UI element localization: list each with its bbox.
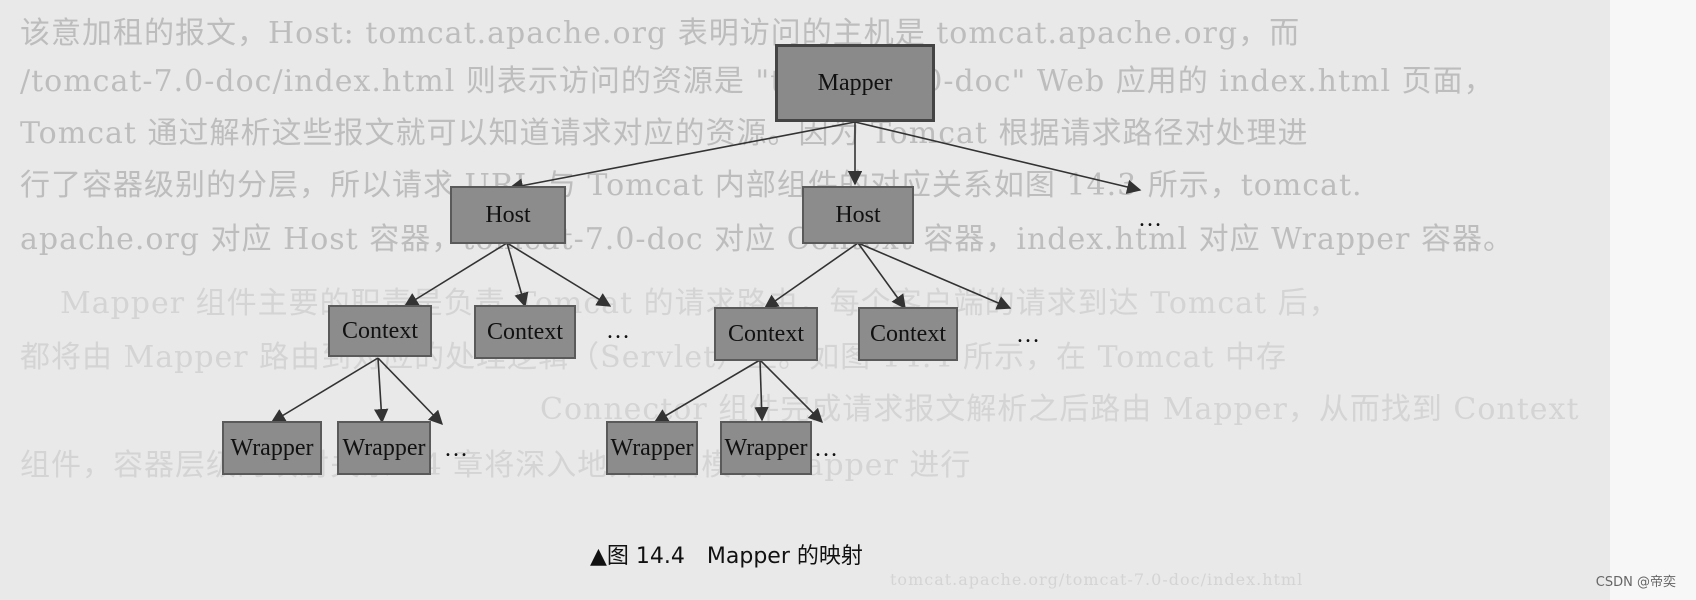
node-context-3: Context <box>714 307 818 361</box>
edge-host1-ctx2 <box>506 242 529 308</box>
bg-line-2: /tomcat-7.0-doc/index.html 则表示访问的资源是 "to… <box>20 64 1495 99</box>
edge-ctx1-ellipsis <box>377 357 444 426</box>
node-mapper: Mapper <box>775 44 935 122</box>
bg-line-8: Connector 组件完成请求报文解析之后路由 Mapper，从而找到 Con… <box>540 392 1580 427</box>
node-wrapper-1: Wrapper <box>222 421 322 475</box>
bg-line-1: 该意加租的报文，Host: tomcat.apache.org 表明访问的主机是… <box>20 16 1301 51</box>
node-wrapper-3: Wrapper <box>606 421 698 475</box>
edge-host2-ctx3 <box>763 242 859 309</box>
context-ellipsis-2: … <box>1016 322 1040 348</box>
edge-host2-ellipsis <box>857 242 1012 310</box>
bg-line-5: apache.org 对应 Host 容器，tomcat-7.0-doc 对应 … <box>20 222 1514 257</box>
edge-ctx1-w1 <box>270 357 379 423</box>
edge-ctx3-w4 <box>754 359 769 422</box>
node-host-2: Host <box>802 186 914 244</box>
wrapper-ellipsis-2: … <box>814 436 838 462</box>
node-wrapper-4: Wrapper <box>720 421 812 475</box>
figure-caption: ▲图 14.4 Mapper 的映射 <box>590 544 863 569</box>
node-wrapper-2: Wrapper <box>337 421 431 475</box>
node-context-4: Context <box>858 307 958 361</box>
edge-ctx3-w3 <box>653 359 761 423</box>
footer-url-text: tomcat.apache.org/tomcat-7.0-doc/index.h… <box>890 570 1304 589</box>
edge-ctx1-w2 <box>374 357 389 424</box>
node-host-1: Host <box>450 186 566 244</box>
edge-host1-ctx1 <box>403 242 508 307</box>
bg-line-7: 都将由 Mapper 路由到对应的处理逻辑（Servlet）上。如图 14.4 … <box>20 340 1288 375</box>
edge-mapper-ellipsis <box>854 121 1142 194</box>
bg-line-3: Tomcat 通过解析这些报文就可以知道请求对应的资源。因为 Tomcat 根据… <box>20 116 1309 151</box>
wrapper-ellipsis-1: … <box>444 436 468 462</box>
context-ellipsis-1: … <box>606 318 630 344</box>
csdn-watermark: CSDN @帝奕 <box>1595 575 1676 590</box>
node-context-2: Context <box>474 305 576 359</box>
edge-host2-ctx4 <box>857 242 906 310</box>
page-margin <box>1610 0 1696 600</box>
host-ellipsis: … <box>1138 206 1162 232</box>
edge-ctx3-ellipsis <box>759 359 824 424</box>
edge-mapper-host1 <box>508 121 856 193</box>
bg-line-6: Mapper 组件主要的职责是负责 Tomcat 的请求路由，每个客户端的请求到… <box>60 286 1340 321</box>
node-context-1: Context <box>328 305 432 357</box>
edge-host1-ellipsis <box>506 242 612 307</box>
bg-line-9: 组件，容器层级的映射关系 14 章将深入地介绍由模块 Mapper 进行 <box>20 448 972 483</box>
